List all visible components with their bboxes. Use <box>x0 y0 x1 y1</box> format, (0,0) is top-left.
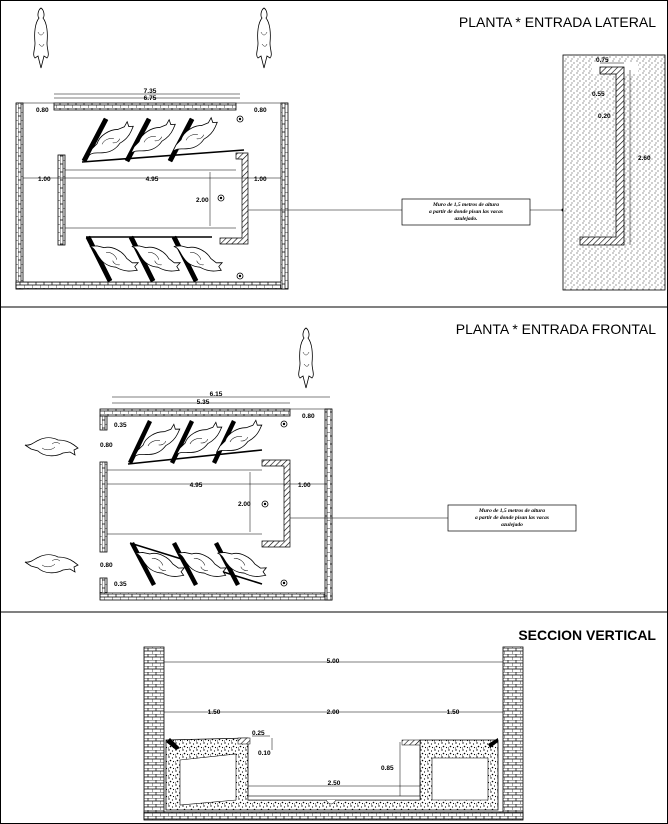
wall-left <box>143 646 165 820</box>
section-vertical: SECCION VERTICAL 5.00 1.50 2.00 1.50 0.2… <box>143 627 656 821</box>
drain-icon <box>236 272 244 280</box>
cow-icon <box>33 7 49 69</box>
dim-corridor-length: 4.95 <box>190 482 203 489</box>
dim-corridor-width: 2.00 <box>196 197 209 204</box>
dim-right-gap: 1.00 <box>254 176 267 183</box>
dim-total: 5.00 <box>327 658 340 665</box>
wall-bottom <box>15 281 289 290</box>
drain-icon <box>236 115 244 123</box>
dim-left-gap: 1.00 <box>38 176 51 183</box>
drain-icon <box>261 500 269 508</box>
dim-left-wall: 0.80 <box>36 107 49 114</box>
dim-step-height: 0.10 <box>258 750 271 757</box>
dim-corridor-width: 2.00 <box>238 501 251 508</box>
dim-corridor-length: 4.95 <box>146 176 159 183</box>
cow-icon <box>298 327 314 389</box>
dim-upper-left: 0.80 <box>100 442 113 449</box>
tiled-wall <box>261 459 291 548</box>
drain-icon <box>280 579 288 587</box>
plan-lateral-title: PLANTA * ENTRADA LATERAL <box>459 14 656 30</box>
plan-lateral: PLANTA * ENTRADA LATERAL 7.35 6.75 0.80 … <box>15 7 666 291</box>
dim-lower-left: 0.80 <box>100 562 113 569</box>
cow-icon <box>256 7 272 69</box>
wall-base <box>143 811 524 821</box>
note-box <box>447 504 577 532</box>
wall-left-bottom <box>99 577 108 594</box>
drain-icon <box>280 420 288 428</box>
wall-right <box>324 408 333 601</box>
note-line: Muro de 1,5 metros de altura <box>432 202 499 208</box>
dim-step-width: 0.25 <box>252 730 265 737</box>
wall-left-middle <box>99 461 108 553</box>
dim-total-width: 6.15 <box>210 391 223 398</box>
wall-left <box>15 102 24 290</box>
inner-pillar <box>57 154 66 246</box>
dim-detail-thickness: 0.20 <box>598 113 611 120</box>
note-line: a partir de donde pisan las vacas <box>475 515 549 521</box>
cow-icon <box>24 437 79 457</box>
dim-middle: 2.00 <box>327 709 340 716</box>
note-line: azulejado <box>501 522 523 528</box>
note-line: Muro de 1,5 metros de altura <box>478 508 545 514</box>
dim-detail-height: 2.60 <box>638 155 651 162</box>
wall-right <box>280 102 289 290</box>
dim-right-wall: 0.80 <box>254 107 267 114</box>
wall-bottom <box>99 592 333 601</box>
dim-left: 1.50 <box>208 709 221 716</box>
dim-inner-width: 6.75 <box>144 95 157 102</box>
wall-right <box>502 646 524 820</box>
note-box <box>401 198 531 226</box>
dim-right-wall: 0.80 <box>302 413 315 420</box>
section-title: SECCION VERTICAL <box>518 627 656 643</box>
tiled-wall <box>219 152 249 245</box>
wall-top <box>99 408 291 417</box>
plan-frontal-title: PLANTA * ENTRADA FRONTAL <box>456 321 656 337</box>
dim-bottom: 2.50 <box>328 780 341 787</box>
dim-total-width: 7.35 <box>144 88 157 95</box>
dim-detail-top: 0.75 <box>596 57 609 64</box>
dim-right-gap: 1.00 <box>298 482 311 489</box>
wall-left-top <box>99 415 108 431</box>
dim-inner-width: 5.35 <box>197 399 210 406</box>
dim-bottom-left: 0.35 <box>114 581 127 588</box>
tiled-wall-detail <box>579 66 625 246</box>
note-line: azulejado. <box>454 216 477 222</box>
dim-detail-inner: 0.55 <box>592 91 605 98</box>
dim-right: 1.50 <box>447 709 460 716</box>
plan-frontal: PLANTA * ENTRADA FRONTAL 6.15 5.35 0.80 … <box>24 321 656 601</box>
dim-top-left: 0.35 <box>114 422 127 429</box>
note-line: a partir de donde pisan las vacas <box>429 209 503 215</box>
dim-depth: 0.85 <box>381 765 394 772</box>
drain-icon <box>217 194 225 202</box>
cow-icon <box>24 554 79 574</box>
wall-detail <box>562 54 666 291</box>
wall-top <box>53 102 237 111</box>
